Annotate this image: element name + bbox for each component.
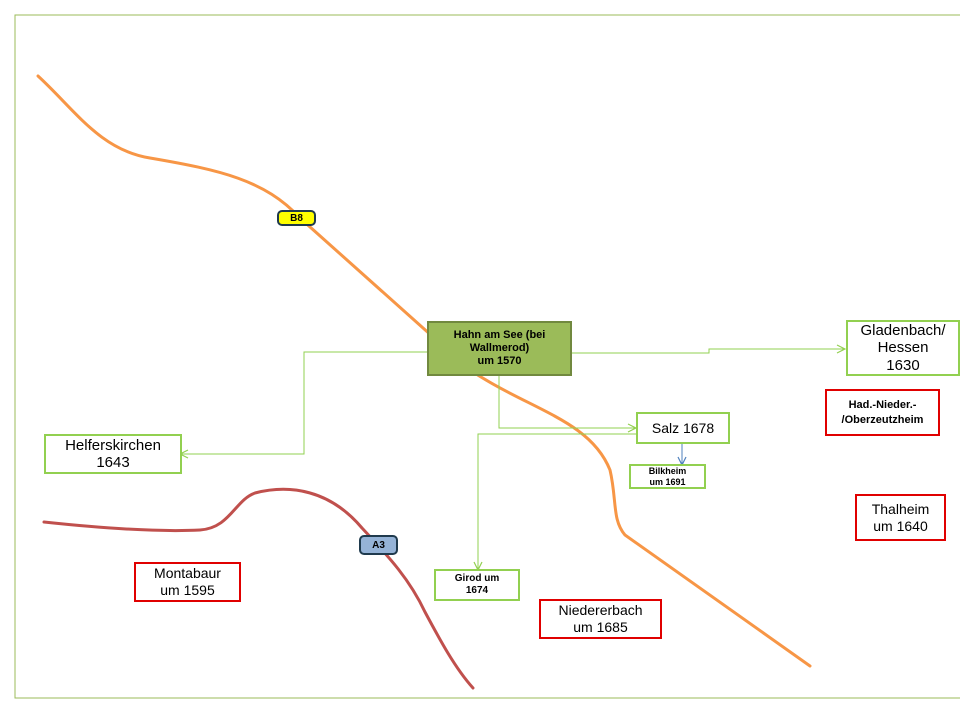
origin-hahn-am-see: Hahn am See (bei Wallmerod) um 1570 (427, 321, 572, 376)
place-salz: Salz 1678 (636, 412, 730, 444)
place-gladenbach: Gladenbach/ Hessen 1630 (846, 320, 960, 376)
road-label-a3: A3 (359, 535, 398, 555)
arrow-to-girod (478, 433, 636, 570)
road-label-b8: B8 (277, 210, 316, 226)
arrow-to-gladenbach (572, 349, 845, 353)
place-bilkheim: Bilkheim um 1691 (629, 464, 706, 489)
arrow-to-salz (498, 376, 636, 428)
place-hadamar: Had.-Nieder.- /Oberzeutzheim (825, 389, 940, 436)
arrow-to-helferskirchen (180, 351, 427, 454)
place-niedererbach: Niedererbach um 1685 (539, 599, 662, 639)
place-helferskirchen: Helferskirchen 1643 (44, 434, 182, 474)
map-frame (14, 14, 960, 699)
place-thalheim: Thalheim um 1640 (855, 494, 946, 541)
place-montabaur: Montabaur um 1595 (134, 562, 241, 602)
road-a3 (42, 487, 475, 690)
place-girod: Girod um 1674 (434, 569, 520, 601)
